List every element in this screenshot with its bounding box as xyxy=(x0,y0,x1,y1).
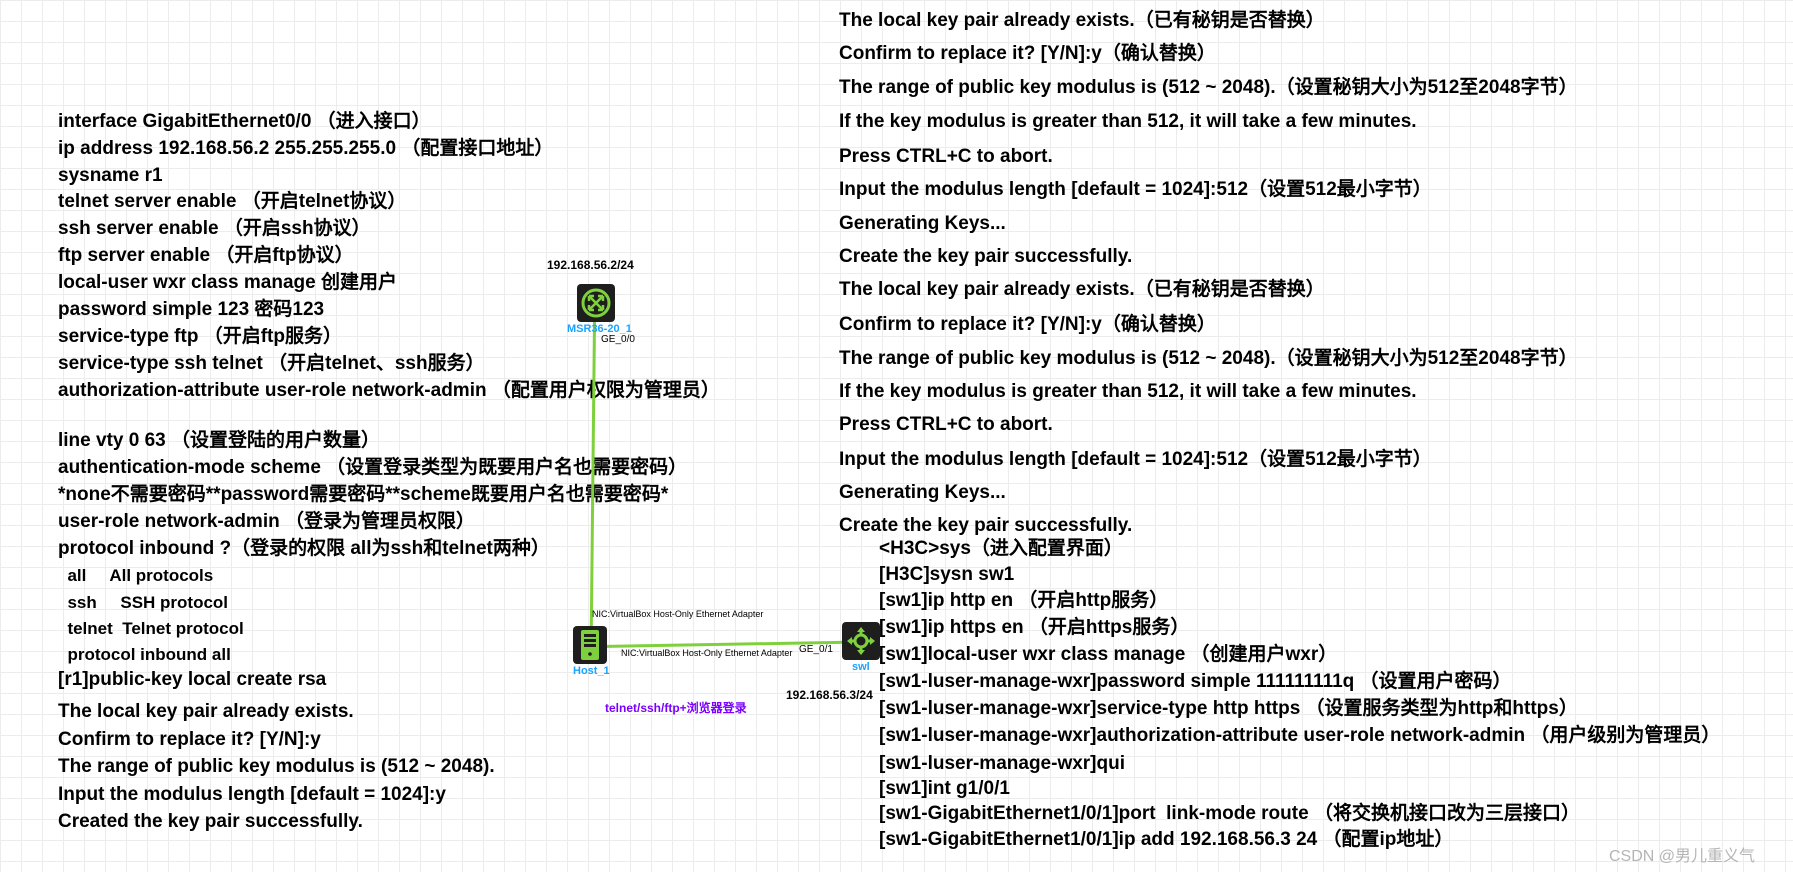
command-line: authorization-attribute user-role networ… xyxy=(58,380,720,401)
command-line: Generating Keys... xyxy=(839,482,1006,503)
command-line: Input the modulus length [default = 1024… xyxy=(58,784,446,805)
command-line: telnet server enable （开启telnet协议） xyxy=(58,191,407,212)
command-line: Input the modulus length [default = 1024… xyxy=(839,449,1432,470)
command-line: Confirm to replace it? [Y/N]:y xyxy=(58,729,321,750)
router-port-label: GE_0/0 xyxy=(601,334,635,345)
command-line: [sw1-GigabitEthernet1/0/1]port link-mode… xyxy=(879,803,1580,824)
router-icon xyxy=(581,288,611,318)
command-line: Press CTRL+C to abort. xyxy=(839,414,1053,435)
command-line: [r1]public-key local create rsa xyxy=(58,669,327,690)
login-note: telnet/ssh/ftp+浏览器登录 xyxy=(605,701,747,715)
command-line: Create the key pair successfully. xyxy=(839,515,1133,536)
command-line: interface GigabitEthernet0/0 （进入接口） xyxy=(58,111,431,132)
command-line: Generating Keys... xyxy=(839,213,1006,234)
command-line: service-type ssh telnet （开启telnet、ssh服务） xyxy=(58,353,485,374)
command-line: [sw1-luser-manage-wxr]password simple 11… xyxy=(879,671,1512,692)
command-line: The local key pair already exists. xyxy=(58,701,354,722)
host-nic-label-router: NIC:VirtualBox Host-Only Ethernet Adapte… xyxy=(592,609,764,619)
command-line: [H3C]sysn sw1 xyxy=(879,564,1015,585)
switch-name-label: swl xyxy=(852,661,870,673)
command-line: protocol inbound ?（登录的权限 all为ssh和telnet两… xyxy=(58,538,550,559)
command-line: The range of public key modulus is (512 … xyxy=(839,77,1578,98)
command-line: Press CTRL+C to abort. xyxy=(839,146,1053,167)
router-device[interactable] xyxy=(577,284,615,322)
command-line: Confirm to replace it? [Y/N]:y（确认替换） xyxy=(839,314,1216,335)
host-name-label: Host_1 xyxy=(573,665,610,677)
command-line: [sw1-luser-manage-wxr]authorization-attr… xyxy=(879,725,1721,746)
command-line: sysname r1 xyxy=(58,165,163,186)
command-line: The range of public key modulus is (512 … xyxy=(839,348,1578,369)
command-line: [sw1]int g1/0/1 xyxy=(879,778,1010,799)
command-line: line vty 0 63 （设置登陆的用户数量） xyxy=(58,430,381,451)
command-line: protocol inbound all xyxy=(58,645,231,664)
command-line: local-user wxr class manage 创建用户 xyxy=(58,272,397,293)
command-line: ssh SSH protocol xyxy=(58,593,229,612)
command-line: The local key pair already exists.（已有秘钥是… xyxy=(839,279,1325,300)
command-line: [sw1-luser-manage-wxr]qui xyxy=(879,753,1125,774)
command-line: The local key pair already exists.（已有秘钥是… xyxy=(839,10,1325,31)
command-line: ssh server enable （开启ssh协议） xyxy=(58,218,371,239)
watermark: CSDN @男儿重义气 xyxy=(1609,848,1756,865)
command-line: Confirm to replace it? [Y/N]:y（确认替换） xyxy=(839,43,1216,64)
command-line: [sw1]ip https en （开启https服务） xyxy=(879,617,1190,638)
command-line: all All protocols xyxy=(58,566,214,585)
command-line: Create the key pair successfully. xyxy=(839,246,1133,267)
host-nic-label-switch: NIC:VirtualBox Host-Only Ethernet Adapte… xyxy=(621,648,793,658)
command-line: [sw1-luser-manage-wxr]service-type http … xyxy=(879,698,1578,719)
server-icon xyxy=(581,630,599,660)
router-ip-label: 192.168.56.2/24 xyxy=(547,258,634,272)
command-line: service-type ftp （开启ftp服务） xyxy=(58,326,342,347)
command-line: If the key modulus is greater than 512, … xyxy=(839,381,1417,402)
command-line: [sw1-GigabitEthernet1/0/1]ip add 192.168… xyxy=(879,829,1454,850)
switch-icon xyxy=(847,627,875,655)
switch-ip-label: 192.168.56.3/24 xyxy=(786,688,873,702)
command-line: <H3C>sys（进入配置界面） xyxy=(879,538,1123,559)
command-line: telnet Telnet protocol xyxy=(58,619,244,638)
switch-device[interactable] xyxy=(842,622,880,660)
router-name-label: MSR36-20_1 xyxy=(567,323,632,335)
command-line: [sw1]local-user wxr class manage （创建用户wx… xyxy=(879,644,1338,665)
command-line: ftp server enable （开启ftp协议） xyxy=(58,245,354,266)
command-line: *none不需要密码**password需要密码**scheme既要用户名也需要… xyxy=(58,484,669,505)
command-line: The range of public key modulus is (512 … xyxy=(58,756,495,777)
switch-port-label: GE_0/1 xyxy=(799,644,833,655)
command-line: ip address 192.168.56.2 255.255.255.0 （配… xyxy=(58,138,554,159)
command-line: Input the modulus length [default = 1024… xyxy=(839,179,1432,200)
command-line: user-role network-admin （登录为管理员权限） xyxy=(58,511,475,532)
command-line: password simple 123 密码123 xyxy=(58,299,325,320)
host-device[interactable] xyxy=(573,626,607,664)
command-line: authentication-mode scheme （设置登录类型为既要用户名… xyxy=(58,457,688,478)
command-line: If the key modulus is greater than 512, … xyxy=(839,111,1417,132)
command-line: Created the key pair successfully. xyxy=(58,811,363,832)
command-line: [sw1]ip http en （开启http服务） xyxy=(879,590,1169,611)
